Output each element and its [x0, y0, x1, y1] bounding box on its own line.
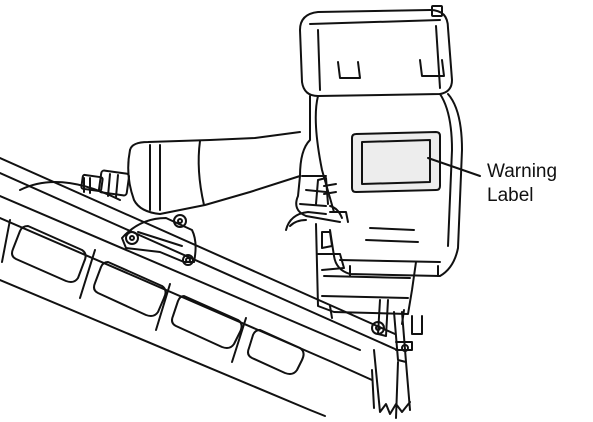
nose-assembly [315, 223, 423, 419]
cylinder-cap [299, 5, 453, 97]
callout-leader [427, 157, 481, 177]
main-body [295, 93, 463, 277]
air-fitting [80, 169, 131, 198]
callout-line-1: Warning [487, 161, 558, 182]
magazine-bracket [121, 214, 197, 266]
magazine [0, 157, 396, 417]
warning-label-callout: Warning Label [487, 160, 557, 208]
callout-line-2: Label [487, 185, 534, 206]
grip-handle [127, 131, 301, 215]
nose-bolt [371, 321, 385, 335]
warning-label-panel [351, 131, 441, 193]
